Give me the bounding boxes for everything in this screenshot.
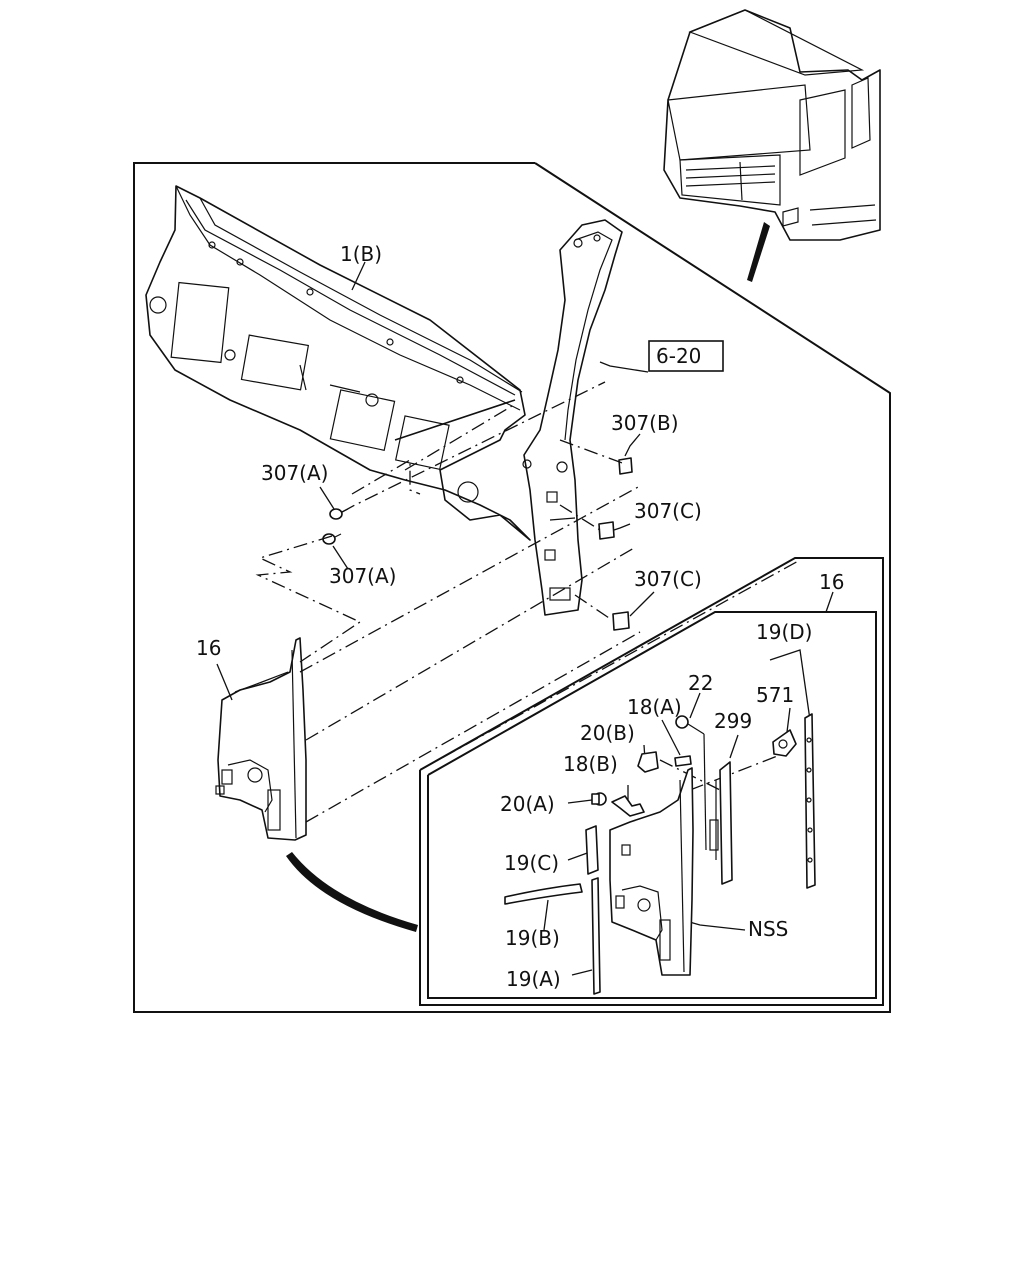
a-pillar-part bbox=[522, 219, 623, 616]
clip-20a bbox=[591, 792, 607, 806]
label-seal-19a: 19(A) bbox=[506, 967, 561, 991]
label-clip-307a-top: 307(A) bbox=[261, 461, 328, 485]
clip-18b bbox=[611, 795, 645, 817]
label-cover-16: 16 bbox=[196, 636, 221, 660]
label-clip-307a-bottom: 307(A) bbox=[329, 564, 396, 588]
label-part-571: 571 bbox=[756, 683, 794, 707]
label-screw-22: 22 bbox=[688, 671, 713, 695]
label-ref-box: 6-20 bbox=[656, 344, 701, 368]
dashboard-cowl-panel bbox=[145, 185, 531, 541]
detail-pointer-arc bbox=[286, 852, 418, 932]
detail-pointer-cab bbox=[747, 222, 770, 282]
label-clip-307b: 307(B) bbox=[611, 411, 679, 435]
label-seal-19d: 19(D) bbox=[756, 620, 812, 644]
label-cover-16-detail: 16 bbox=[819, 570, 844, 594]
detail-frame-inner bbox=[427, 611, 877, 999]
label-seal-19c: 19(C) bbox=[504, 851, 559, 875]
label-dashboard-panel: 1(B) bbox=[340, 242, 382, 266]
outer-frame bbox=[133, 162, 891, 1013]
bracket-299 bbox=[709, 761, 733, 885]
corner-cover-16 bbox=[215, 637, 307, 841]
label-side-note: NSS bbox=[748, 917, 788, 941]
clip-307a-bottom bbox=[322, 533, 342, 545]
part-571 bbox=[772, 729, 797, 757]
clip-307c-top bbox=[598, 521, 615, 540]
seal-19b bbox=[504, 883, 583, 905]
seal-19d bbox=[804, 713, 816, 889]
label-clip-20b: 20(B) bbox=[580, 721, 635, 745]
label-clip-307c-top: 307(C) bbox=[634, 499, 702, 523]
seal-19c bbox=[585, 825, 599, 875]
label-seal-19b: 19(B) bbox=[505, 926, 560, 950]
label-clip-307c-bottom: 307(C) bbox=[634, 567, 702, 591]
clip-307c-bottom bbox=[612, 611, 630, 631]
clip-18a bbox=[674, 755, 692, 767]
clip-307b bbox=[618, 457, 633, 475]
label-clip-20a: 20(A) bbox=[500, 792, 555, 816]
label-clip-18a: 18(A) bbox=[627, 695, 682, 719]
label-clip-18b: 18(B) bbox=[563, 752, 618, 776]
label-part-299: 299 bbox=[714, 709, 752, 733]
seal-19a bbox=[591, 877, 601, 995]
truck-cab-thumbnail bbox=[663, 9, 881, 241]
detail-frame-outer bbox=[419, 557, 884, 1006]
ref-box-frame bbox=[648, 340, 724, 372]
screw-22 bbox=[675, 715, 707, 851]
corner-cover-16-detail bbox=[609, 767, 694, 976]
clip-20b bbox=[637, 751, 659, 773]
